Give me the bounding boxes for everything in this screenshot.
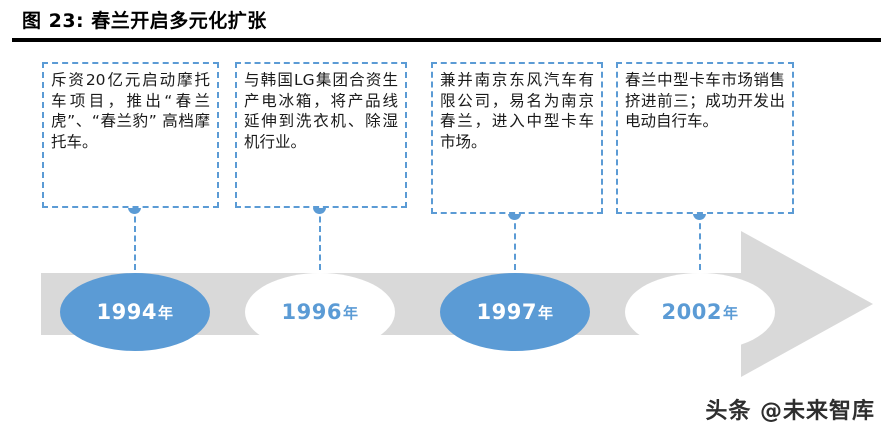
event-box-1997: 兼并南京东风汽车有限公司，易名为南京春兰，进入中型卡车市场。 xyxy=(431,62,603,214)
title-divider xyxy=(12,38,881,42)
timeline-node-1994-year: 1994 xyxy=(96,300,157,324)
connector-line-2002 xyxy=(699,213,701,270)
event-box-1994: 斥资20亿元启动摩托车项目，推出“春兰虎”、“春兰豹” 高档摩托车。 xyxy=(42,62,219,208)
event-box-2002: 春兰中型卡车市场销售挤进前三；成功开发出电动自行车。 xyxy=(616,62,794,214)
timeline-node-1996-year: 1996 xyxy=(281,300,342,324)
connector-line-1994 xyxy=(134,207,136,270)
event-box-1996: 与韩国LG集团合资生产电冰箱，将产品线延伸到洗衣机、除湿机行业。 xyxy=(235,62,407,208)
timeline-node-2002-suffix: 年 xyxy=(722,303,739,322)
figure-title: 图 23: 春兰开启多元化扩张 xyxy=(22,10,267,32)
timeline-node-1994-suffix: 年 xyxy=(157,303,174,322)
connector-line-1997 xyxy=(514,213,516,270)
timeline-node-1997-suffix: 年 xyxy=(537,303,554,322)
timeline-node-2002-year: 2002 xyxy=(661,300,722,324)
timeline-node-1996-suffix: 年 xyxy=(342,303,359,322)
timeline-node-1997-year: 1997 xyxy=(476,300,537,324)
connector-line-1996 xyxy=(319,207,321,270)
watermark-text: 头条 @未来智库 xyxy=(705,399,875,424)
